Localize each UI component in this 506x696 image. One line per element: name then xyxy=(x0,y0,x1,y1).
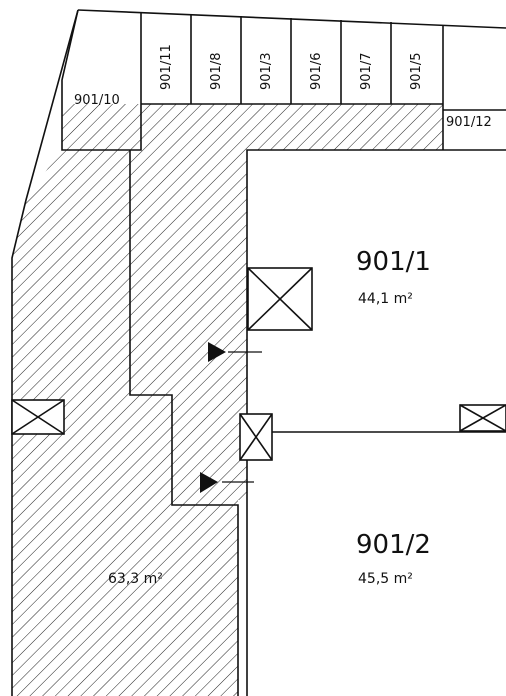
shaft-box-middle xyxy=(239,413,273,461)
parcel-label: 901/6 xyxy=(309,53,324,90)
shaft-box-901-1 xyxy=(247,267,313,331)
area-unit: m² xyxy=(394,571,413,587)
parcel-901-10-box xyxy=(61,9,142,151)
outer-left-wall xyxy=(11,9,79,696)
room-area-901-1: 44,1 m² xyxy=(358,291,413,307)
room-label-901-2: 901/2 xyxy=(356,530,431,560)
area-unit: m² xyxy=(394,291,413,307)
area-unit: m² xyxy=(144,571,163,587)
entry-arrow-lower xyxy=(200,472,254,493)
hatched-common-area xyxy=(12,104,443,696)
area-value: 45,5 xyxy=(358,571,389,587)
shaft-box-left xyxy=(11,399,65,435)
parcel-label: 901/11 xyxy=(159,44,174,90)
parcel-label: 901/5 xyxy=(409,53,424,90)
hatched-area-label: 63,3 m² xyxy=(108,571,163,587)
room-label-901-1: 901/1 xyxy=(356,247,431,277)
parcel-label-901-10: 901/10 xyxy=(74,93,120,108)
parcel-label-901-12: 901/12 xyxy=(446,115,492,130)
parcel-strips xyxy=(77,9,506,150)
parcel-label: 901/8 xyxy=(209,53,224,90)
shaft-box-right xyxy=(459,404,506,432)
entry-arrow-upper xyxy=(208,342,262,362)
parcel-label: 901/7 xyxy=(359,53,374,90)
rooms-outline xyxy=(246,149,506,696)
area-value: 44,1 xyxy=(358,291,389,307)
room-area-901-2: 45,5 m² xyxy=(358,571,413,587)
corridor-inner-line xyxy=(129,150,239,696)
parcel-label: 901/3 xyxy=(259,53,274,90)
area-value: 63,3 xyxy=(108,571,139,587)
